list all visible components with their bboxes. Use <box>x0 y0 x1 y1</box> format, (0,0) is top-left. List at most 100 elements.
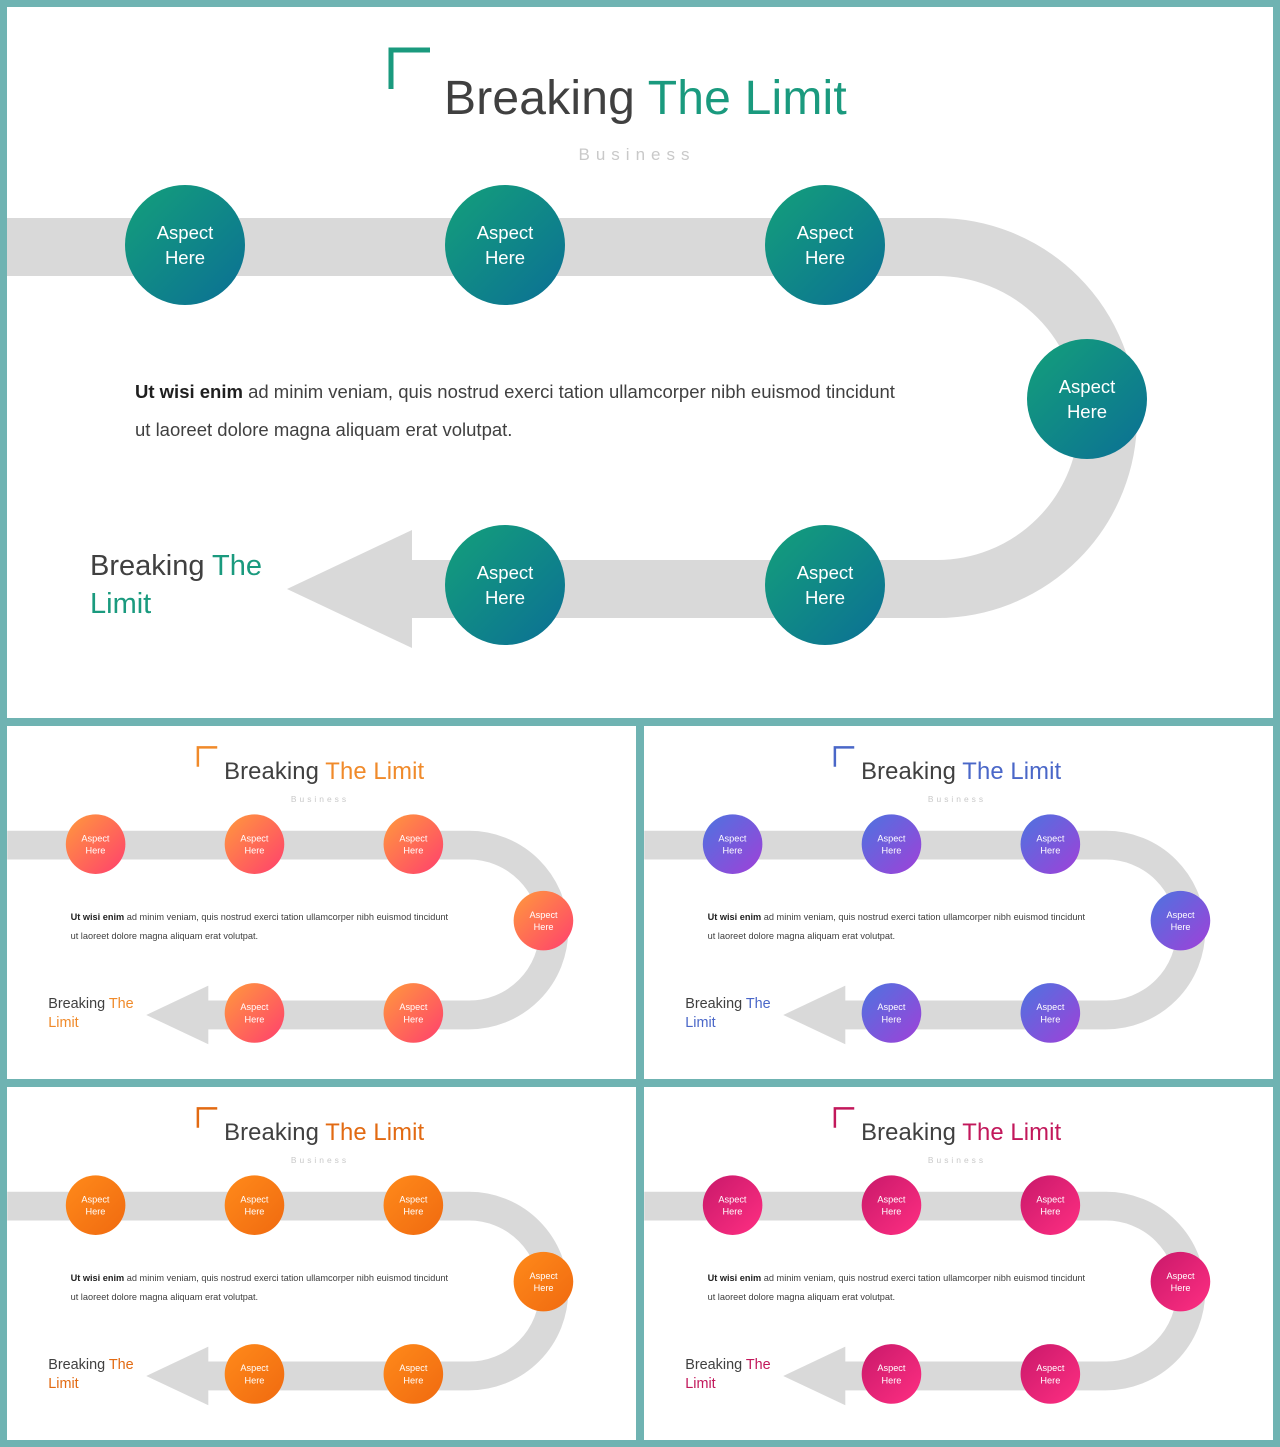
road-arrow-head <box>146 985 209 1045</box>
step-circle-5[interactable] <box>1020 983 1081 1043</box>
step-circle-6[interactable] <box>861 983 922 1043</box>
body-paragraph: Ut wisi enim ad minim veniam, quis nostr… <box>70 911 449 942</box>
title-corner-mark <box>196 1107 218 1128</box>
slide-magenta[interactable]: Breaking The Limit Business Ut wisi enim… <box>644 1087 1273 1440</box>
step-circle-2[interactable] <box>861 814 922 874</box>
step-circle-2[interactable] <box>224 1175 285 1235</box>
slide-title: Breaking The Limit <box>861 758 1062 785</box>
roadmap-graphic <box>644 746 1211 1045</box>
step-circle-1[interactable] <box>125 185 245 305</box>
slide-subtitle: Business <box>290 1155 350 1165</box>
step-circle-4[interactable] <box>1150 1251 1211 1312</box>
side-title: Breaking The Limit <box>90 550 262 620</box>
step-circle-4[interactable] <box>513 1251 574 1312</box>
step-circle-1[interactable] <box>702 1175 763 1235</box>
step-circle-6[interactable] <box>445 525 565 645</box>
title-corner-mark <box>388 47 430 89</box>
step-circle-2[interactable] <box>861 1175 922 1235</box>
road-arrow-head <box>783 1346 846 1406</box>
step-circle-5[interactable] <box>1020 1344 1081 1404</box>
roadmap-graphic <box>7 47 1147 648</box>
step-circle-4[interactable] <box>1150 890 1211 951</box>
road-arrow-head <box>287 530 412 648</box>
title-corner-mark <box>196 746 218 767</box>
side-title: Breaking The Limit <box>685 1356 771 1392</box>
step-circle-1[interactable] <box>65 1175 126 1235</box>
slide-title: Breaking The Limit <box>224 1119 425 1146</box>
step-circle-3[interactable] <box>383 1175 444 1235</box>
roadmap-graphic <box>7 1107 574 1406</box>
slide-title: Breaking The Limit <box>444 72 847 125</box>
slide-subtitle: Business <box>927 794 987 804</box>
body-paragraph: Ut wisi enim ad minim veniam, quis nostr… <box>707 1272 1086 1303</box>
step-circle-3[interactable] <box>1020 1175 1081 1235</box>
road-arrow-head <box>783 985 846 1045</box>
title-corner-mark <box>833 746 855 767</box>
step-circle-6[interactable] <box>861 1344 922 1404</box>
step-circle-5[interactable] <box>383 983 444 1043</box>
slide-coral[interactable]: Breaking The Limit Business Ut wisi enim… <box>7 726 636 1079</box>
body-paragraph: Ut wisi enim ad minim veniam, quis nostr… <box>135 381 895 440</box>
step-circle-2[interactable] <box>445 185 565 305</box>
slide-title: Breaking The Limit <box>861 1119 1062 1146</box>
step-circle-1[interactable] <box>702 814 763 874</box>
step-circle-3[interactable] <box>765 185 885 305</box>
step-circle-5[interactable] <box>383 1344 444 1404</box>
step-circle-1[interactable] <box>65 814 126 874</box>
step-circle-3[interactable] <box>383 814 444 874</box>
slide-violet[interactable]: Breaking The Limit Business Ut wisi enim… <box>644 726 1273 1079</box>
slide-subtitle: Business <box>290 794 350 804</box>
slide-subtitle: Business <box>578 145 696 164</box>
road-arrow-head <box>146 1346 209 1406</box>
roadmap-graphic <box>644 1107 1211 1406</box>
slide-title: Breaking The Limit <box>224 758 425 785</box>
step-circle-4[interactable] <box>1027 339 1147 459</box>
slide-orange[interactable]: Breaking The Limit Business Ut wisi enim… <box>7 1087 636 1440</box>
body-paragraph: Ut wisi enim ad minim veniam, quis nostr… <box>70 1272 449 1303</box>
side-title: Breaking The Limit <box>48 995 134 1031</box>
roadmap-graphic <box>7 746 574 1045</box>
side-title: Breaking The Limit <box>48 1356 134 1392</box>
step-circle-6[interactable] <box>224 983 285 1043</box>
step-circle-2[interactable] <box>224 814 285 874</box>
step-circle-3[interactable] <box>1020 814 1081 874</box>
slide-teal[interactable]: Breaking The Limit Business Ut wisi enim… <box>7 7 1273 718</box>
step-circle-6[interactable] <box>224 1344 285 1404</box>
body-paragraph: Ut wisi enim ad minim veniam, quis nostr… <box>707 911 1086 942</box>
title-corner-mark <box>833 1107 855 1128</box>
slide-subtitle: Business <box>927 1155 987 1165</box>
side-title: Breaking The Limit <box>685 995 771 1031</box>
step-circle-5[interactable] <box>765 525 885 645</box>
step-circle-4[interactable] <box>513 890 574 951</box>
